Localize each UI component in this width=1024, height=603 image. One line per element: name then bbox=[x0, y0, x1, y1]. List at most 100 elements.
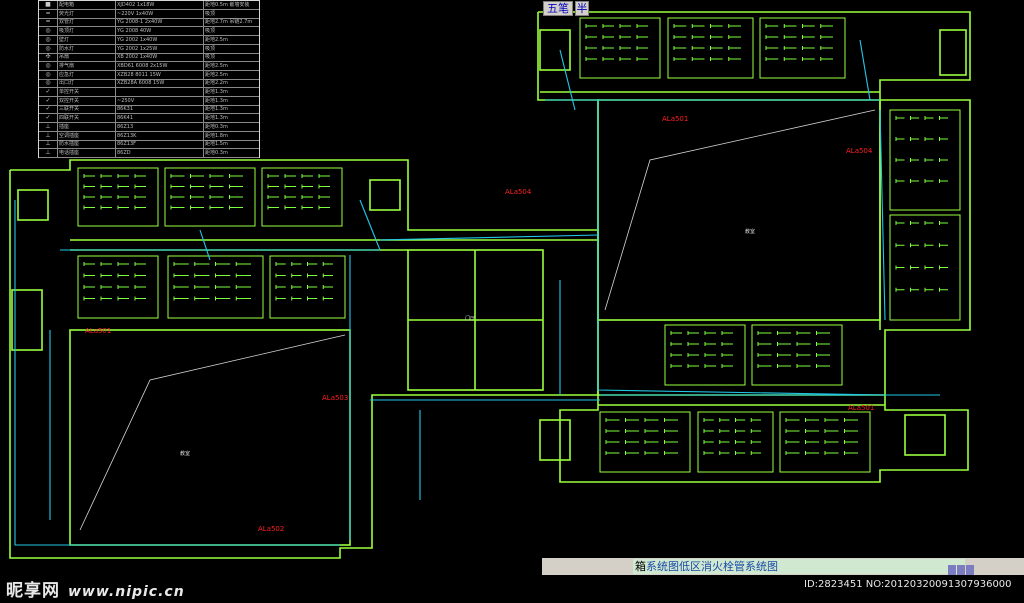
courtyard-right bbox=[597, 99, 881, 321]
classroom-outline bbox=[664, 324, 746, 386]
legend-divider bbox=[203, 1, 204, 157]
legend-spec: YG 2008 40W bbox=[117, 28, 152, 35]
circle-icon: ◎ bbox=[45, 44, 51, 52]
legend-install: 距地2.5m bbox=[205, 62, 228, 69]
legend-name: 四联开关 bbox=[59, 115, 80, 122]
status-title-text: 系统图低区消火栓管系统图 bbox=[646, 560, 778, 573]
wire-run bbox=[859, 39, 871, 101]
legend-name: 吊扇 bbox=[59, 54, 70, 61]
fan-icon: ✣ bbox=[45, 53, 51, 61]
classroom-outline bbox=[77, 255, 159, 319]
classroom-outline bbox=[889, 109, 961, 211]
classroom-outline bbox=[667, 17, 754, 79]
wire-run bbox=[199, 229, 211, 261]
legend-name: 应急灯 bbox=[59, 71, 75, 78]
legend-name: 防水插座 bbox=[59, 141, 80, 148]
legend-name: 空调插座 bbox=[59, 132, 80, 139]
stair-block bbox=[539, 419, 571, 461]
room-label: 教室 bbox=[745, 229, 756, 235]
panel-tag: ALa501 bbox=[848, 404, 875, 412]
building-walls bbox=[9, 11, 971, 559]
status-toolbar-icons[interactable] bbox=[948, 560, 978, 575]
legend-install: 距地1.8m bbox=[205, 132, 228, 139]
right-wing-outline bbox=[537, 11, 971, 483]
legend-install: 距地1.3m bbox=[205, 106, 228, 113]
legend-name: 电话插座 bbox=[59, 149, 80, 156]
tool-icon[interactable] bbox=[948, 565, 956, 575]
legend-spec: 86Z13 bbox=[117, 123, 134, 130]
legend-spec: YG 2002 1x25W bbox=[117, 45, 158, 52]
legend-spec: XB 2002 1x40W bbox=[117, 54, 158, 61]
legend-spec: 86Z13F bbox=[117, 141, 137, 148]
legend-spec: XZB28 8011 15W bbox=[117, 71, 161, 78]
legend-row: ✓单控开关距地1.3m bbox=[39, 88, 259, 97]
legend-name: 出口灯 bbox=[59, 80, 75, 87]
legend-install: 距地2.5m bbox=[205, 71, 228, 78]
ime-wubi-button[interactable]: 五笔 bbox=[543, 1, 573, 16]
legend-install: 距地0.3m bbox=[205, 149, 228, 156]
stair-block bbox=[11, 289, 43, 351]
room-label: 教室 bbox=[180, 451, 191, 457]
legend-install: 吸顶 bbox=[205, 10, 216, 17]
circle-icon: ◎ bbox=[45, 61, 51, 69]
line-icon: ━ bbox=[46, 18, 50, 26]
legend-name: 壁灯 bbox=[59, 36, 70, 43]
legend-name: 双管灯 bbox=[59, 19, 75, 26]
panel-tag: ALa501 bbox=[85, 327, 112, 335]
classroom-outline bbox=[164, 167, 256, 227]
legend-divider bbox=[57, 1, 58, 157]
legend-name: 防水灯 bbox=[59, 45, 75, 52]
tool-icon[interactable] bbox=[966, 565, 974, 575]
legend-spec: 86Z13K bbox=[117, 132, 137, 139]
legend-name: 三联开关 bbox=[59, 106, 80, 113]
legend-name: 吸顶灯 bbox=[59, 28, 75, 35]
stair-block bbox=[369, 179, 401, 211]
panel-tag: ALa503 bbox=[322, 394, 349, 402]
circle-icon: ◎ bbox=[45, 27, 51, 35]
legend-name: 插座 bbox=[59, 123, 70, 130]
stair-block bbox=[17, 189, 49, 221]
classroom-outline bbox=[269, 255, 346, 319]
switch-icon: ✓ bbox=[45, 114, 51, 122]
room-label: 门厅 bbox=[465, 316, 476, 322]
watermark-site: 昵享网 bbox=[6, 581, 60, 601]
classroom-outline bbox=[77, 167, 159, 227]
classroom-outline bbox=[889, 214, 961, 321]
legend-name: 排气扇 bbox=[59, 62, 75, 69]
legend-spec: 86K31 bbox=[117, 106, 134, 113]
courtyard-diagonal bbox=[79, 334, 346, 531]
wiring-runs bbox=[14, 39, 940, 546]
legend-divider bbox=[115, 1, 116, 157]
legend-install: 距地0.3m bbox=[205, 123, 228, 130]
switch-icon: ✓ bbox=[45, 96, 51, 104]
wire-run bbox=[14, 200, 340, 546]
wire-run bbox=[379, 234, 599, 241]
legend-spec: 86ZD bbox=[117, 149, 131, 156]
left-wing-outline bbox=[9, 159, 599, 559]
legend-name: 荧光灯 bbox=[59, 10, 75, 17]
legend-spec: XZB28A 6008 15W bbox=[117, 80, 165, 87]
wire-run bbox=[359, 199, 381, 251]
panel-tag: ALa504 bbox=[505, 188, 532, 196]
ime-halfwidth-button[interactable]: 半 bbox=[575, 1, 589, 16]
switch-icon: ✓ bbox=[45, 88, 51, 95]
legend-name: 配电箱 bbox=[59, 2, 75, 8]
legend-install: 距地1.5m bbox=[205, 141, 228, 148]
socket-icon: ⊥ bbox=[45, 148, 51, 156]
classroom-outline bbox=[599, 411, 691, 473]
tool-icon[interactable] bbox=[957, 565, 965, 575]
legend-spec: XBD61 6008 2x15W bbox=[117, 62, 168, 69]
legend-install: 距地2.2m bbox=[205, 80, 228, 87]
